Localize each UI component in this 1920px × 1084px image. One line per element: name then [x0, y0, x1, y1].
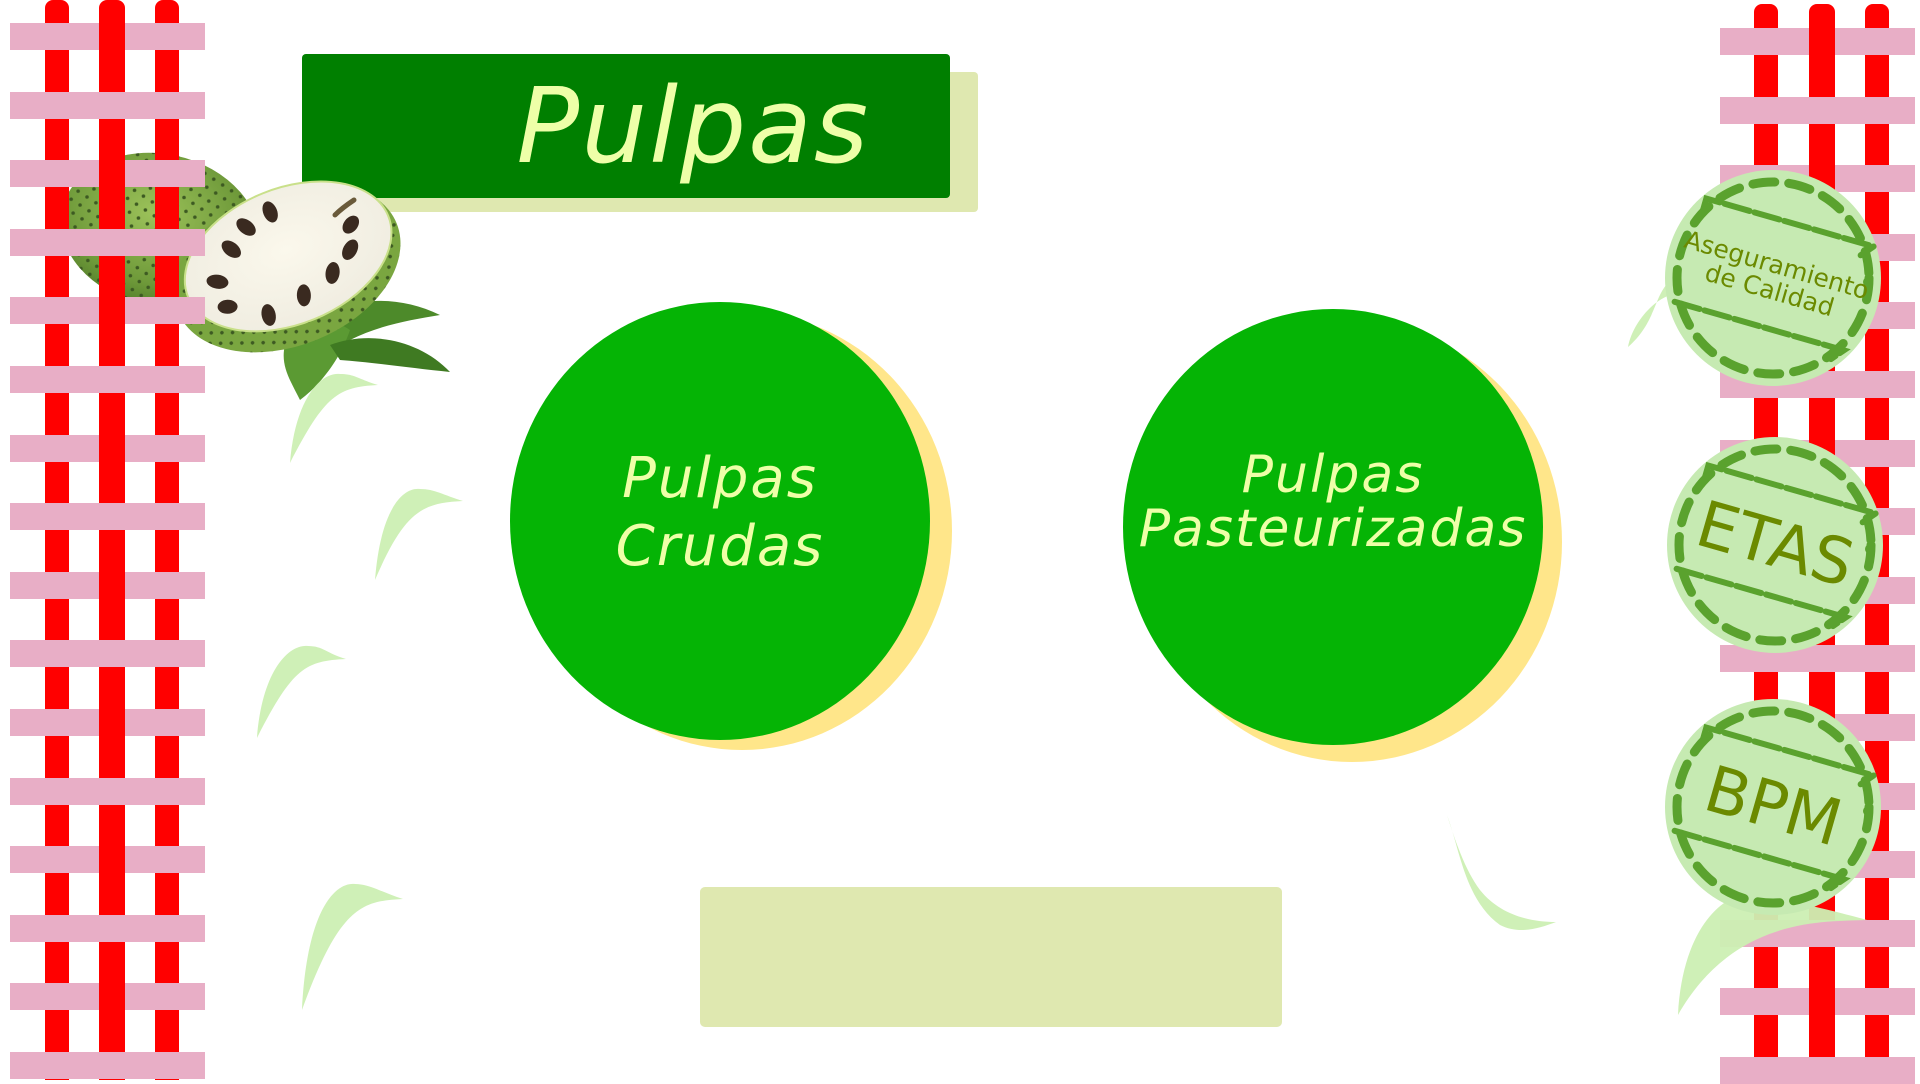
- lattice-rail-weave: [99, 845, 125, 875]
- title-banner: [302, 54, 950, 198]
- bpm-button[interactable]: BPM: [1665, 699, 1881, 915]
- lattice-rail-weave: [99, 708, 125, 737]
- lattice-bar: [10, 366, 205, 393]
- page-title: Pulpas: [516, 65, 870, 187]
- pulpas-crudas-label-line1: Pulpas: [622, 446, 818, 511]
- soursop-fruit-image: [25, 152, 450, 400]
- pulpas-crudas-label-line2: Crudas: [615, 514, 825, 579]
- lattice-bar: [10, 228, 205, 256]
- lattice-rail-weave: [99, 433, 125, 463]
- etas-label: ETAS: [1688, 487, 1862, 603]
- leaf-icon: [257, 645, 346, 738]
- lattice-rail-weave: [99, 22, 125, 51]
- pulpas-crudas-button[interactable]: Pulpas Crudas: [510, 302, 930, 740]
- lattice-rail-weave: [1809, 27, 1835, 56]
- lattice-bar: [10, 91, 205, 119]
- lattice-bar: [10, 503, 205, 531]
- bpm-label: BPM: [1696, 752, 1850, 862]
- lattice-rail-weave: [1809, 987, 1835, 1017]
- lattice-rail-weave: [99, 159, 125, 189]
- leaf-icon: [375, 488, 463, 580]
- leaf-icon: [1447, 815, 1556, 931]
- aseguramiento-calidad-button[interactable]: Aseguramiento de Calidad: [1665, 170, 1881, 386]
- lattice-bar: [10, 914, 205, 942]
- lattice-bar: [10, 1052, 205, 1079]
- lattice-rail-weave: [99, 982, 125, 1012]
- lattice-rail-weave: [99, 570, 125, 600]
- pulpas-pasteurizadas-button[interactable]: Pulpas Pasteurizadas: [1123, 309, 1543, 745]
- lattice-bar: [1720, 96, 1915, 124]
- bottom-panel: [700, 887, 1282, 1027]
- etas-button[interactable]: ETAS: [1667, 437, 1883, 653]
- lattice-bar: [10, 640, 205, 668]
- lattice-border-left: [0, 0, 205, 1080]
- pulpas-pasteurizadas-label-line1: Pulpas: [1241, 445, 1425, 505]
- cut-soursop: [174, 180, 401, 353]
- cut-fruit-stem: [332, 197, 357, 218]
- lattice-bar: [10, 777, 205, 805]
- sticker-badge-icon: [1667, 437, 1883, 653]
- pulpas-pasteurizadas-label-line2: Pasteurizadas: [1138, 499, 1528, 559]
- lattice-rail-weave: [99, 296, 125, 326]
- leaf-icon: [302, 883, 403, 1010]
